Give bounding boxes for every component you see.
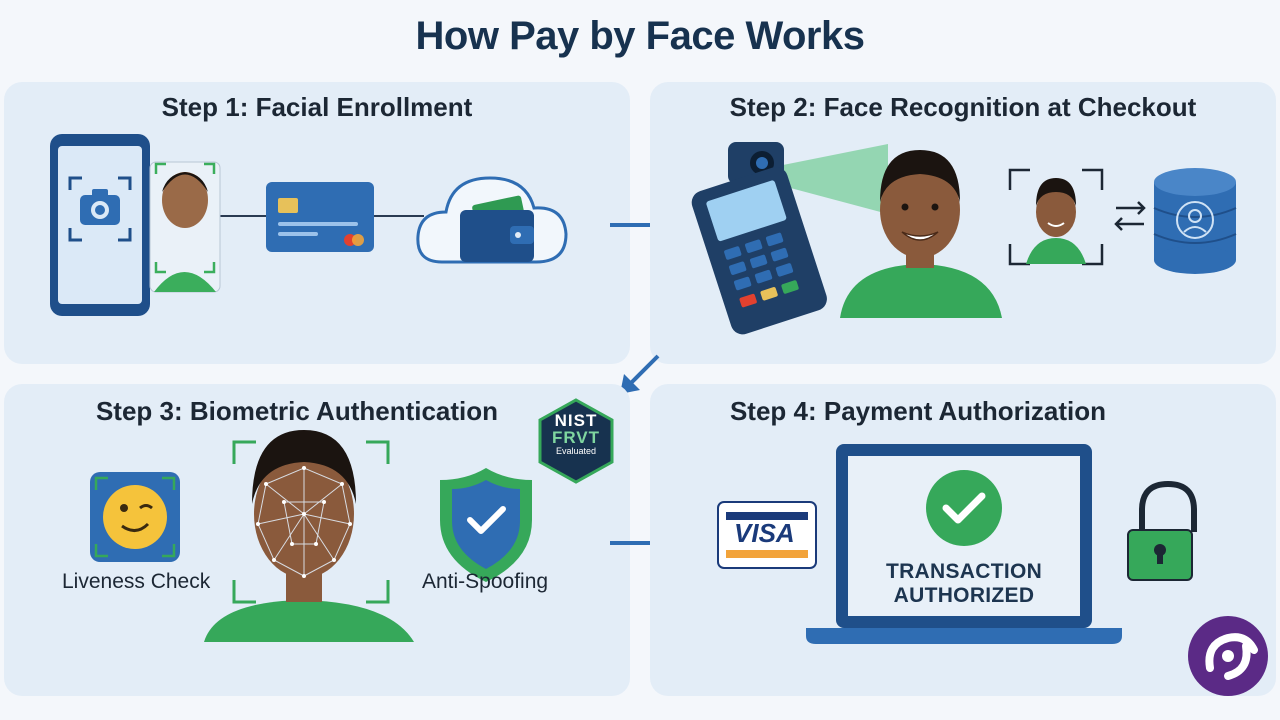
customer-person-icon (840, 150, 1002, 318)
padlock-icon (1127, 480, 1197, 581)
liveness-check-label: Liveness Check (62, 570, 211, 593)
step-3-panel: Step 3: Biometric Authentication (4, 384, 630, 696)
nist-badge-line3: Evaluated (555, 446, 597, 456)
camera-icon (68, 176, 132, 242)
anti-spoofing-label: Anti-Spoofing (422, 570, 549, 593)
authorization-illustration (717, 444, 1268, 696)
enrollment-illustration (50, 134, 568, 316)
step-2-panel: Step 2: Face Recognition at Checkout (650, 82, 1276, 364)
nist-badge-icon (538, 398, 614, 484)
credit-card-icon (266, 182, 374, 252)
face-mesh-person-icon (204, 430, 414, 642)
cloud-wallet-icon (416, 176, 568, 264)
step-4-panel: Step 4: Payment Authorization (650, 384, 1276, 696)
visa-logo-text: VISA (734, 518, 795, 548)
transaction-status-line2: AUTHORIZED (893, 584, 1035, 607)
step-1-title: Step 1: Facial Enrollment (161, 92, 473, 122)
page-title: How Pay by Face Works (415, 14, 865, 58)
selfie-photo-icon (149, 161, 221, 293)
checkout-illustration (691, 142, 1237, 335)
check-circle-icon (926, 470, 1002, 546)
transaction-status-line1: TRANSACTION (885, 560, 1043, 583)
nist-badge-line1: NIST (554, 411, 598, 430)
transaction-status: TRANSACTION AUTHORIZED (848, 560, 1080, 608)
visa-card-icon (717, 501, 817, 569)
liveness-wink-icon (90, 472, 180, 562)
authentication-illustration (90, 398, 614, 642)
scanned-face-icon (1008, 168, 1104, 266)
database-icon (1153, 168, 1237, 274)
swap-arrows-icon (1114, 201, 1146, 231)
nist-badge: NIST FRVT Evaluated (544, 412, 608, 457)
brand-logo-icon (1188, 616, 1268, 696)
shield-check-icon (440, 468, 532, 582)
step-4-title: Step 4: Payment Authorization (729, 396, 1107, 426)
step-2-title: Step 2: Face Recognition at Checkout (729, 92, 1197, 122)
step-3-title: Step 3: Biometric Authentication (95, 396, 499, 426)
pos-terminal-icon (691, 142, 827, 335)
step-1-panel: Step 1: Facial Enrollment (4, 82, 630, 364)
nist-badge-line2: FRVT (551, 428, 601, 447)
